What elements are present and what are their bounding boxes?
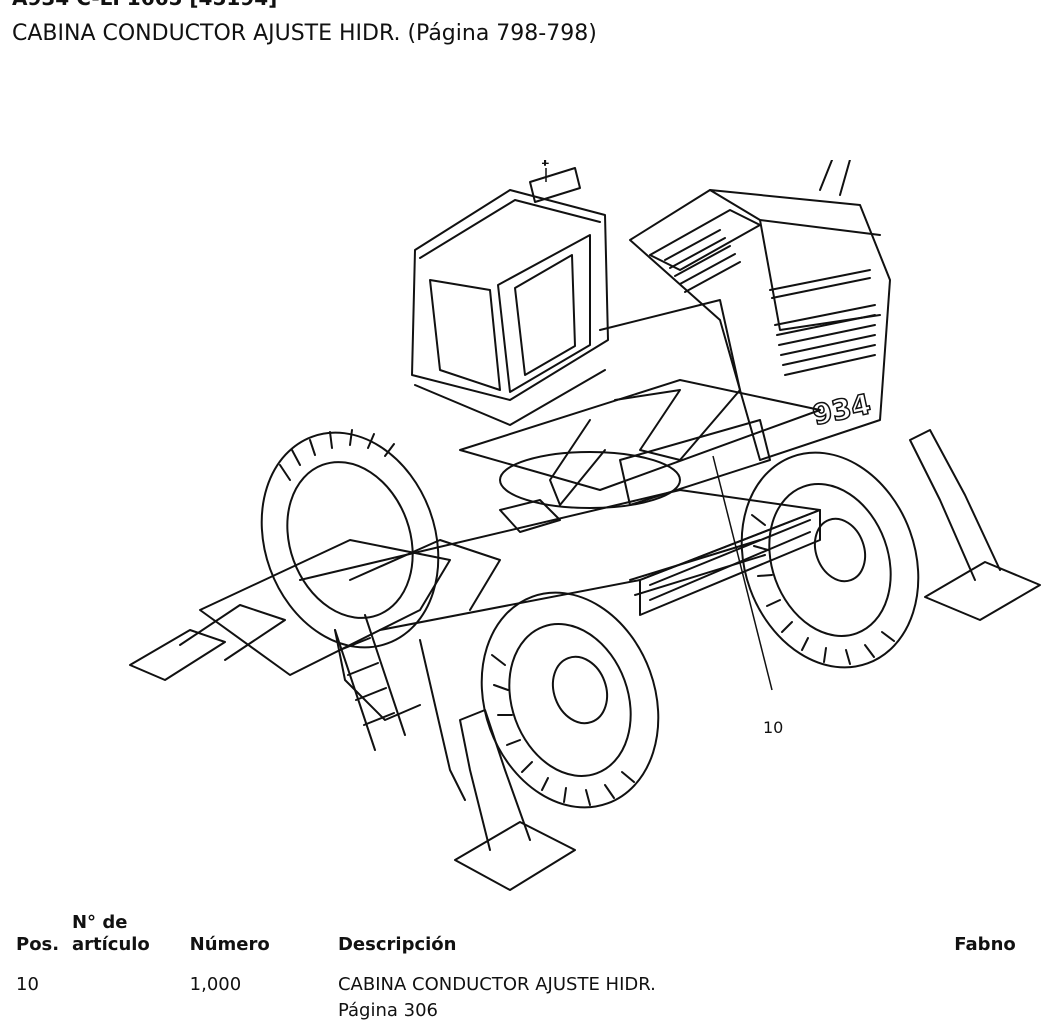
cell-quantity: 1,000 [189,974,242,995]
description-text: CABINA CONDUCTOR AJUSTE HIDR. [337,974,656,995]
callout-label-10: 10 [763,718,783,737]
parts-table: Pos. N° de artículo Número Descripción F… [10,912,1050,1024]
header-fabno: Fabno [954,934,1016,955]
cell-fabno [948,966,1050,1024]
header-article-number: N° de artículo [71,912,150,955]
document-code: A934 C-LI 1665 [45194] [12,0,1042,10]
table-header-row: Pos. N° de artículo Número Descripción F… [10,912,1050,966]
header-pos: Pos. [16,934,60,955]
header-quantity: Número [189,934,270,955]
cell-description: CABINA CONDUCTOR AJUSTE HIDR. Página 306 [332,966,948,1024]
cell-article-number [66,966,184,1024]
header-description: Descripción [337,934,457,955]
callout-leader-10 [712,455,773,691]
table-row: 10 1,000 CABINA CONDUCTOR AJUSTE HIDR. P… [10,966,1050,1024]
exploded-view-drawing: 934 1 10 [120,160,1050,900]
callout-label-1: 1 [540,160,550,168]
excavator-line-art: 934 1 10 [129,160,1041,891]
cell-pos: 10 [16,974,39,995]
document-header: A934 C-LI 1665 [45194] CABINA CONDUCTOR … [12,0,1042,48]
document-subtitle: CABINA CONDUCTOR AJUSTE HIDR. (Página 79… [12,21,597,46]
description-page-link[interactable]: Página 306 [337,1000,439,1021]
